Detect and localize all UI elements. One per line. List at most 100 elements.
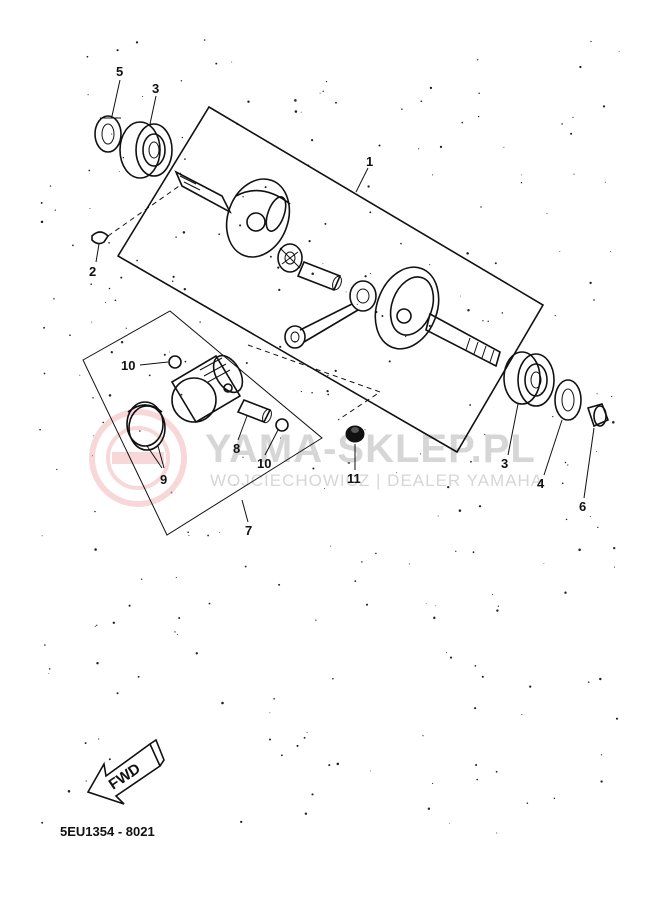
speckle xyxy=(48,672,50,674)
speckle xyxy=(495,770,498,773)
speckle xyxy=(327,393,330,396)
speckle xyxy=(96,624,98,626)
speckle xyxy=(323,488,325,490)
speckle xyxy=(94,548,97,551)
speckle xyxy=(381,315,384,317)
speckle xyxy=(54,209,56,211)
speckle xyxy=(604,181,606,183)
speckle xyxy=(494,262,497,265)
speckle xyxy=(322,90,324,93)
speckle xyxy=(602,105,606,108)
speckle xyxy=(427,807,431,810)
speckle xyxy=(590,40,592,43)
speckle xyxy=(104,302,106,303)
circlip-10-lower xyxy=(275,418,289,432)
bearing-3-left xyxy=(119,121,173,179)
speckle xyxy=(44,644,46,646)
speckle xyxy=(400,242,402,245)
speckle xyxy=(279,345,282,348)
callout-1: 1 xyxy=(366,154,373,169)
speckle xyxy=(300,390,303,393)
circlip-10-upper xyxy=(168,355,182,369)
speckle xyxy=(475,763,478,767)
speckle xyxy=(596,393,598,395)
speckle xyxy=(335,101,337,104)
speckle xyxy=(203,39,206,41)
speckle xyxy=(40,220,44,224)
speckle xyxy=(461,121,464,124)
speckle xyxy=(565,518,568,521)
crankshaft-assembly-frame xyxy=(116,105,545,454)
speckle xyxy=(300,111,302,113)
speckle xyxy=(219,531,221,533)
speckle xyxy=(455,550,457,552)
watermark-subtitle: WOJCIECHOWICZ | DEALER YAMAHA xyxy=(210,471,543,490)
speckle xyxy=(86,55,89,58)
woodruff-key-2 xyxy=(91,183,183,245)
speckle xyxy=(163,353,166,356)
callout-8: 8 xyxy=(233,441,240,456)
callout-5: 5 xyxy=(116,64,123,79)
speckle xyxy=(433,616,436,620)
speckle xyxy=(135,41,139,44)
speckle xyxy=(280,754,283,757)
speckle xyxy=(484,433,486,436)
speckle xyxy=(336,762,340,766)
speckle xyxy=(449,656,453,659)
speckle xyxy=(308,240,311,243)
speckle xyxy=(325,80,328,83)
speckle xyxy=(419,453,422,455)
speckle xyxy=(87,94,89,96)
speckle xyxy=(612,421,615,424)
speckle xyxy=(93,435,95,437)
speckle xyxy=(148,374,151,377)
speckle xyxy=(482,320,484,322)
speckle xyxy=(48,668,51,670)
speckle xyxy=(269,712,271,714)
speckle xyxy=(526,802,529,804)
forward-label: FWD xyxy=(106,760,144,793)
speckle xyxy=(41,535,43,537)
speckle xyxy=(613,566,616,568)
speckle xyxy=(142,95,144,97)
speckle xyxy=(178,617,181,619)
speckle xyxy=(84,742,87,745)
speckle xyxy=(599,677,602,681)
speckle xyxy=(56,468,58,471)
forward-arrow-icon xyxy=(86,742,162,805)
speckle xyxy=(521,174,523,176)
speckle xyxy=(304,812,308,815)
speckle xyxy=(615,717,619,720)
speckle xyxy=(425,603,427,605)
speckle xyxy=(578,548,581,552)
speckle xyxy=(264,186,267,189)
speckle xyxy=(600,780,603,783)
speckle xyxy=(139,430,141,432)
speckle xyxy=(587,681,590,683)
speckle xyxy=(496,609,499,612)
speckle xyxy=(467,308,470,312)
speckle xyxy=(94,625,96,627)
speckle xyxy=(39,428,41,431)
speckle xyxy=(579,65,582,69)
speckle xyxy=(322,263,324,265)
speckle xyxy=(596,451,597,453)
speckle xyxy=(529,685,532,688)
speckle xyxy=(96,661,99,665)
speckle xyxy=(439,145,443,149)
speckle xyxy=(102,421,104,424)
speckle xyxy=(268,738,272,741)
speckle xyxy=(247,100,250,103)
speckle xyxy=(108,758,111,761)
speckle xyxy=(182,231,186,234)
speckle xyxy=(195,652,198,655)
speckle xyxy=(481,675,484,678)
speckle xyxy=(345,291,347,293)
bearing-3-right xyxy=(503,351,555,407)
speckle xyxy=(469,404,471,406)
crank-pin xyxy=(296,260,342,292)
callout-9: 9 xyxy=(160,472,167,487)
speckle xyxy=(597,526,599,529)
speckle xyxy=(242,196,244,198)
speckle xyxy=(278,288,281,292)
